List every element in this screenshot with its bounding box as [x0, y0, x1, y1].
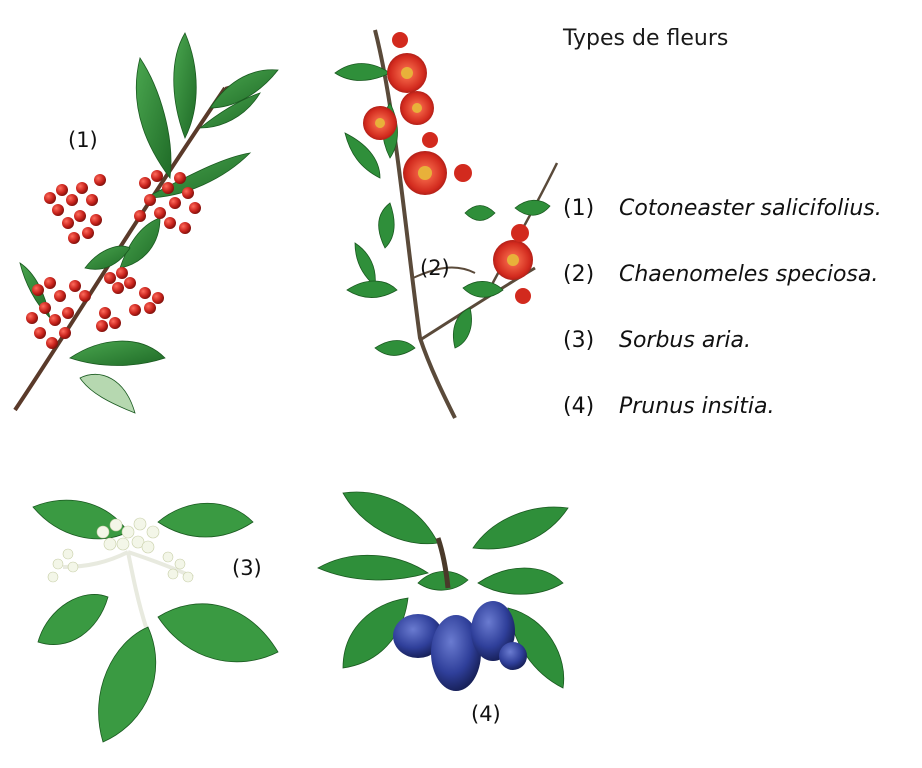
plate-4-label: (4)	[471, 702, 501, 726]
legend-number: (1)	[563, 196, 595, 221]
species-legend: (1) Cotoneaster salicifolius. (2) Chaeno…	[563, 196, 882, 460]
plate-1-cotoneaster-illustration	[13, 32, 279, 414]
plate-1-label: (1)	[68, 128, 98, 152]
plate-2-chaenomeles-illustration	[334, 29, 559, 419]
legend-item-4: (4) Prunus insitia.	[563, 394, 882, 427]
legend-species-name: Cotoneaster salicifolius.	[619, 196, 882, 221]
plate-2-label: (2)	[420, 256, 450, 280]
legend-item-2: (2) Chaenomeles speciosa.	[563, 262, 882, 295]
page-title: Types de fleurs	[563, 26, 729, 51]
legend-number: (3)	[563, 328, 595, 353]
plate-3-sorbus-illustration	[32, 499, 279, 743]
legend-item-3: (3) Sorbus aria.	[563, 328, 882, 361]
legend-number: (2)	[563, 262, 595, 287]
plate-3-label: (3)	[232, 556, 262, 580]
legend-number: (4)	[563, 394, 595, 419]
legend-species-name: Prunus insitia.	[619, 394, 775, 419]
plate-4-prunus-illustration	[317, 491, 569, 691]
legend-species-name: Sorbus aria.	[619, 328, 751, 353]
legend-item-1: (1) Cotoneaster salicifolius.	[563, 196, 882, 229]
legend-species-name: Chaenomeles speciosa.	[619, 262, 879, 287]
